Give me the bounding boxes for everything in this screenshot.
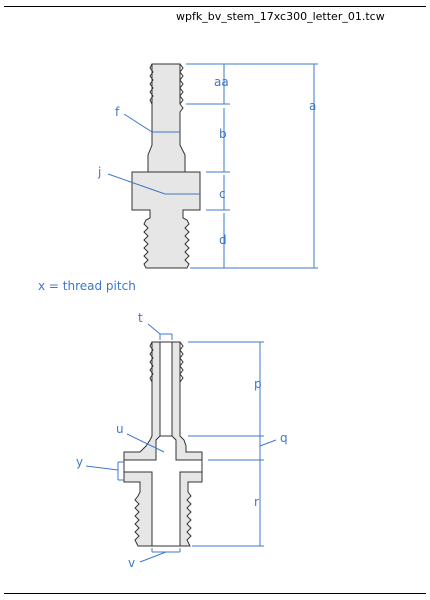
label-y: y — [76, 455, 83, 469]
bottom-border-line — [4, 593, 426, 594]
label-j: j — [97, 165, 101, 179]
filename-label: wpfk_bv_stem_17xc300_letter_01.tcw — [176, 10, 385, 23]
label-b: b — [219, 127, 227, 141]
top-border-line — [4, 6, 426, 7]
label-d: d — [219, 233, 227, 247]
label-v: v — [128, 556, 135, 570]
thread-pitch-note: x = thread pitch — [38, 279, 136, 293]
label-q: q — [280, 431, 288, 445]
label-u: u — [116, 422, 124, 436]
label-aa: aa — [214, 75, 229, 89]
stem-section-view — [123, 341, 203, 547]
label-c: c — [219, 187, 226, 201]
bottom-dimensions — [85, 323, 277, 563]
label-t: t — [138, 311, 143, 325]
top-dimensions — [107, 63, 318, 269]
label-p: p — [254, 377, 262, 391]
section-bore — [123, 341, 203, 547]
label-a: a — [309, 99, 316, 113]
stem-top-view — [131, 63, 201, 269]
section-thread-serrations — [149, 341, 184, 383]
upper-thread-serrations — [149, 63, 184, 105]
stem-body-outline — [131, 63, 201, 269]
label-f: f — [115, 105, 120, 119]
label-r: r — [254, 495, 259, 509]
